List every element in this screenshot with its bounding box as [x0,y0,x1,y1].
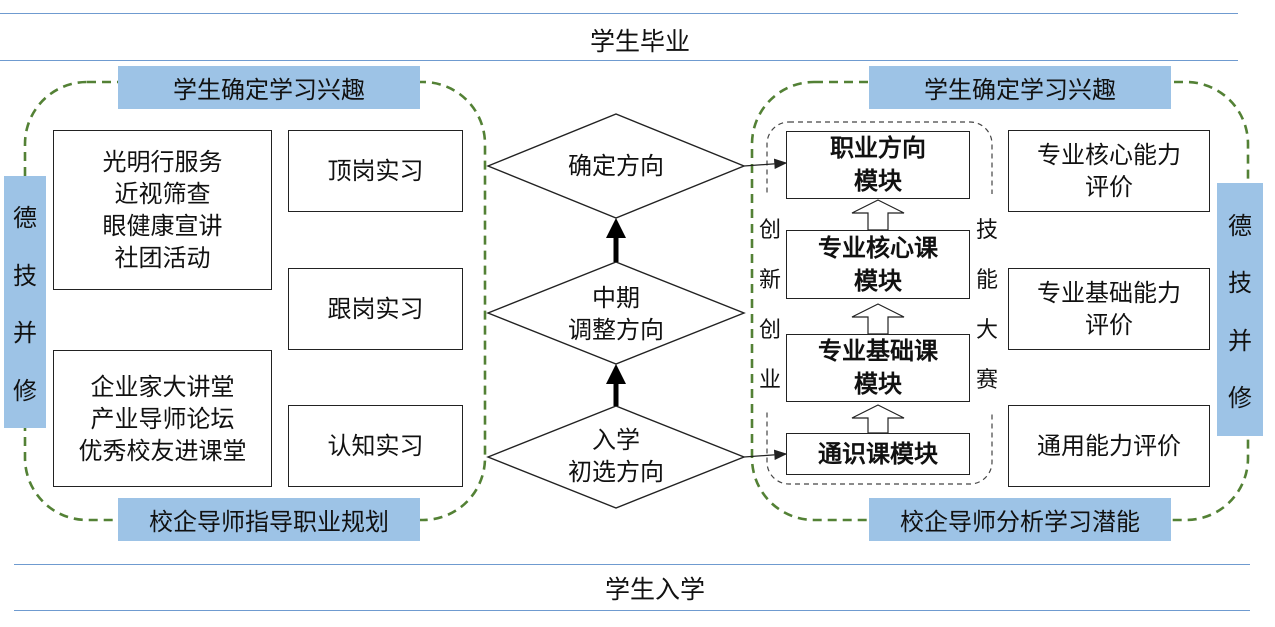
vertical-char: 业 [758,368,781,393]
vertical-char: 赛 [975,368,998,393]
module-line: 模块 [854,370,902,398]
module-career: 职业方向 模块 [786,131,970,199]
stage-middle-text: 中期 调整方向 [530,282,702,346]
module-core: 专业核心课 模块 [786,230,970,299]
evaluation-line: 专业核心能力 [1037,141,1181,169]
side-char: 并 [13,319,37,348]
right-side-label: 德 技 并 修 [1217,183,1263,436]
vertical-char: 创 [758,218,781,243]
evaluation-general: 通用能力评价 [1008,405,1210,487]
activity-item: 眼健康宣讲 [102,212,223,240]
stage-diamond-middle [486,261,746,365]
right-top-label: 学生确定学习兴趣 [869,66,1171,109]
top-band-line-upper [0,13,1238,14]
side-char: 技 [13,261,37,290]
up-arrow-mid-to-top [606,218,626,262]
stage-line: 入学 [592,426,640,454]
side-char: 修 [1228,384,1252,413]
evaluation-core: 专业核心能力 评价 [1008,130,1210,212]
internship-box-bottom: 认知实习 [288,405,463,487]
vertical-char: 能 [975,268,998,293]
activity-box-lectures: 企业家大讲堂 产业导师论坛 优秀校友进课堂 [53,350,272,487]
vertical-char: 技 [975,218,998,243]
activity-item: 优秀校友进课堂 [78,436,247,465]
internship-label: 认知实习 [327,432,424,460]
stage-line: 调整方向 [568,316,664,344]
evaluation-line: 专业基础能力 [1037,279,1181,307]
internship-box-middle: 跟岗实习 [288,268,463,350]
module-general: 通识课模块 [786,433,970,475]
stage-top-text: 确定方向 [530,150,702,182]
arrow-to-general-module [743,449,788,461]
bottom-band-line-upper [14,564,1250,565]
evaluation-foundation: 专业基础能力 评价 [1008,268,1210,350]
top-band-line-lower [0,60,1238,61]
enrollment-label: 学生入学 [604,575,705,604]
stage-line: 初选方向 [568,458,664,486]
left-bottom-label: 校企导师指导职业规划 [118,498,420,541]
module-line: 模块 [854,266,902,295]
activity-box-service: 光明行服务 近视筛查 眼健康宣讲 社团活动 [53,130,272,290]
side-char: 技 [1228,269,1252,298]
module-group-border [766,121,993,485]
left-side-label: 德 技 并 修 [4,176,46,428]
left-top-label: 学生确定学习兴趣 [118,66,420,109]
skills-contest-label: 技 能 大 赛 [972,194,1002,412]
hollow-arrow-1 [851,199,905,231]
up-arrow-bottom-to-mid [606,364,626,406]
activity-item: 光明行服务 [102,148,223,176]
hollow-arrow-2 [851,303,905,335]
arrow-to-career-module [743,158,788,170]
activity-item: 产业导师论坛 [90,404,235,433]
activity-item: 近视筛查 [114,180,211,208]
graduation-label: 学生毕业 [589,27,690,56]
module-foundation: 专业基础课 模块 [786,334,970,402]
side-char: 修 [13,376,37,405]
evaluation-line: 评价 [1085,311,1133,339]
activity-item: 企业家大讲堂 [90,372,235,401]
side-char: 德 [13,204,37,233]
hollow-arrow-3 [851,404,905,434]
stage-line: 中期 [592,284,640,312]
vertical-char: 大 [975,318,998,343]
module-line: 通识课模块 [818,439,938,468]
stage-line: 确定方向 [568,152,664,180]
module-line: 职业方向 [830,134,926,162]
vertical-char: 新 [758,268,781,293]
module-line: 专业基础课 [818,337,938,365]
module-line: 专业核心课 [818,233,938,262]
innovation-label: 创 新 创 业 [755,194,785,412]
internship-label: 顶岗实习 [327,157,424,185]
stage-bottom-text: 入学 初选方向 [530,424,702,488]
evaluation-line: 通用能力评价 [1037,432,1181,460]
bottom-band-line-lower [14,610,1250,611]
side-char: 并 [1228,326,1252,355]
internship-label: 跟岗实习 [327,295,424,323]
activity-item: 社团活动 [114,244,211,272]
side-char: 德 [1228,211,1252,240]
vertical-char: 创 [758,318,781,343]
internship-box-top: 顶岗实习 [288,130,463,212]
right-bottom-label: 校企导师分析学习潜能 [869,498,1171,541]
evaluation-line: 评价 [1085,173,1133,201]
module-line: 模块 [854,167,902,195]
